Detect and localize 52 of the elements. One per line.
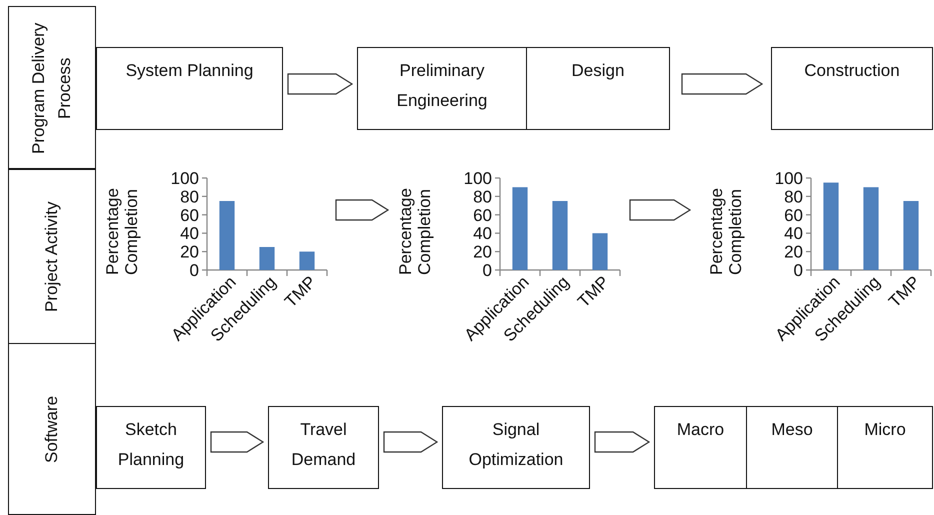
axis-tick-label: 0	[794, 261, 803, 280]
axis-tick-label: 100	[170, 169, 199, 188]
axis-tick-label: 40	[180, 224, 199, 244]
process-box	[837, 406, 933, 489]
row-header-label: Project Activity	[41, 200, 62, 314]
process-label: Macro	[676, 419, 724, 441]
process-box	[357, 47, 527, 130]
axis-tick-label: 20	[784, 242, 803, 262]
block-arrow	[287, 73, 354, 95]
axis-tick-label: 40	[784, 224, 803, 244]
row-header	[8, 6, 96, 169]
process-label: Meso	[771, 419, 813, 441]
axis-title: Percentage Completion	[707, 188, 745, 278]
process-label: Travel Demand	[290, 419, 357, 471]
process-label: Design	[572, 60, 624, 82]
process-box	[442, 406, 590, 489]
block-arrow	[383, 431, 438, 453]
axis-tick-label: 20	[473, 242, 492, 262]
process-label: Sketch Planning	[116, 419, 186, 471]
axis-tick-label: 60	[180, 206, 199, 225]
block-arrow	[594, 431, 650, 453]
axis-tick-label: 80	[180, 187, 199, 206]
process-label: Preliminary Engineering	[396, 60, 488, 112]
row-header	[8, 169, 96, 344]
process-box	[268, 406, 379, 489]
axis-tick-label: 60	[784, 206, 803, 225]
process-box	[746, 406, 838, 489]
process-box	[654, 406, 747, 489]
axis-tick-label: 60	[473, 206, 492, 225]
process-label: System Planning	[126, 60, 254, 82]
process-box	[526, 47, 670, 130]
axis-tick-label: 80	[473, 187, 492, 206]
axis-title: Percentage Completion	[396, 188, 434, 278]
block-arrow	[210, 431, 264, 453]
axis-tick-label: 80	[784, 187, 803, 206]
process-box	[96, 406, 206, 489]
block-arrow	[681, 73, 764, 95]
axis-tick-label: 100	[774, 169, 803, 188]
axis-tick-label: 40	[473, 224, 492, 244]
axis-title: Percentage Completion	[103, 188, 141, 278]
axis-tick-label: 20	[180, 242, 199, 262]
row-header-label: Software	[41, 394, 62, 465]
row-header-label: Program Delivery Process	[28, 20, 75, 156]
axis-tick-label: 100	[464, 169, 492, 188]
axis-tick-label: 0	[190, 261, 199, 280]
process-box	[96, 47, 283, 130]
process-box	[771, 47, 933, 130]
process-label: Micro	[864, 419, 906, 441]
process-label: Construction	[804, 60, 900, 82]
row-header	[8, 343, 96, 515]
process-label: Signal Optimization	[468, 419, 564, 471]
axis-tick-label: 0	[482, 261, 492, 280]
